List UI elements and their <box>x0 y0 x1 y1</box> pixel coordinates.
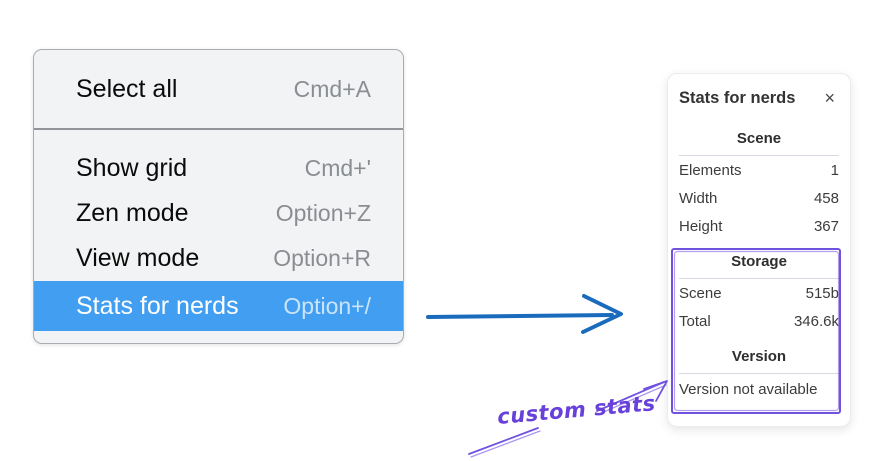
stat-label: Total <box>679 312 711 330</box>
menu-item-select-all[interactable]: Select all Cmd+A <box>34 50 403 128</box>
stat-value: 346.6k <box>793 312 839 330</box>
flow-arrow <box>426 294 623 334</box>
menu-item-shortcut: Option+R <box>273 245 371 271</box>
menu-item-shortcut: Option+Z <box>275 200 371 226</box>
menu-item-label: Zen mode <box>76 199 189 227</box>
context-menu: Select all Cmd+A Show grid Cmd+' Zen mod… <box>33 49 404 344</box>
section-header-version: Version <box>731 348 787 365</box>
menu-item-stats-for-nerds[interactable]: Stats for nerds Option+/ <box>34 281 403 331</box>
stat-row-scene-storage: Scene 515b <box>679 279 839 307</box>
menu-item-label: Stats for nerds <box>76 291 239 320</box>
section-divider <box>679 155 839 156</box>
stat-label: Height <box>679 217 723 235</box>
menu-item-label: Show grid <box>76 154 188 182</box>
stat-row-width: Width 458 <box>679 184 839 212</box>
menu-item-view-mode[interactable]: View mode Option+R <box>34 236 403 281</box>
annotation-label: custom stats <box>496 391 657 429</box>
stat-label: Elements <box>679 161 742 179</box>
menu-item-shortcut: Option+/ <box>283 292 371 319</box>
menu-divider <box>34 128 403 130</box>
section-header-scene: Scene <box>736 130 782 147</box>
section-header-storage: Storage <box>731 253 787 270</box>
menu-item-show-grid[interactable]: Show grid Cmd+' <box>34 146 403 191</box>
stats-panel: Stats for nerds × Scene Elements 1 Width… <box>667 73 851 427</box>
menu-item-label: Select all <box>76 74 178 103</box>
version-note: Version not available <box>679 380 818 398</box>
stat-value: 367 <box>813 217 839 235</box>
stat-value: 515b <box>805 284 839 302</box>
stat-label: Width <box>679 189 718 207</box>
stat-value: 1 <box>830 161 839 179</box>
stats-panel-title: Stats for nerds <box>679 89 796 107</box>
stat-value: 458 <box>813 189 839 207</box>
stat-row-elements: Elements 1 <box>679 156 839 184</box>
menu-item-zen-mode[interactable]: Zen mode Option+Z <box>34 191 403 236</box>
close-icon[interactable]: × <box>824 88 835 108</box>
menu-item-shortcut: Cmd+' <box>304 155 371 181</box>
stat-label: Scene <box>679 284 722 302</box>
menu-group: Show grid Cmd+' Zen mode Option+Z View m… <box>34 130 403 341</box>
stats-panel-body: Scene Elements 1 Width 458 Height 367 St… <box>668 129 850 404</box>
menu-item-shortcut: Cmd+A <box>293 75 371 102</box>
stats-panel-header: Stats for nerds × <box>668 74 850 109</box>
stat-row-total-storage: Total 346.6k <box>679 307 839 335</box>
stat-row-height: Height 367 <box>679 212 839 240</box>
menu-item-label: View mode <box>76 244 200 272</box>
